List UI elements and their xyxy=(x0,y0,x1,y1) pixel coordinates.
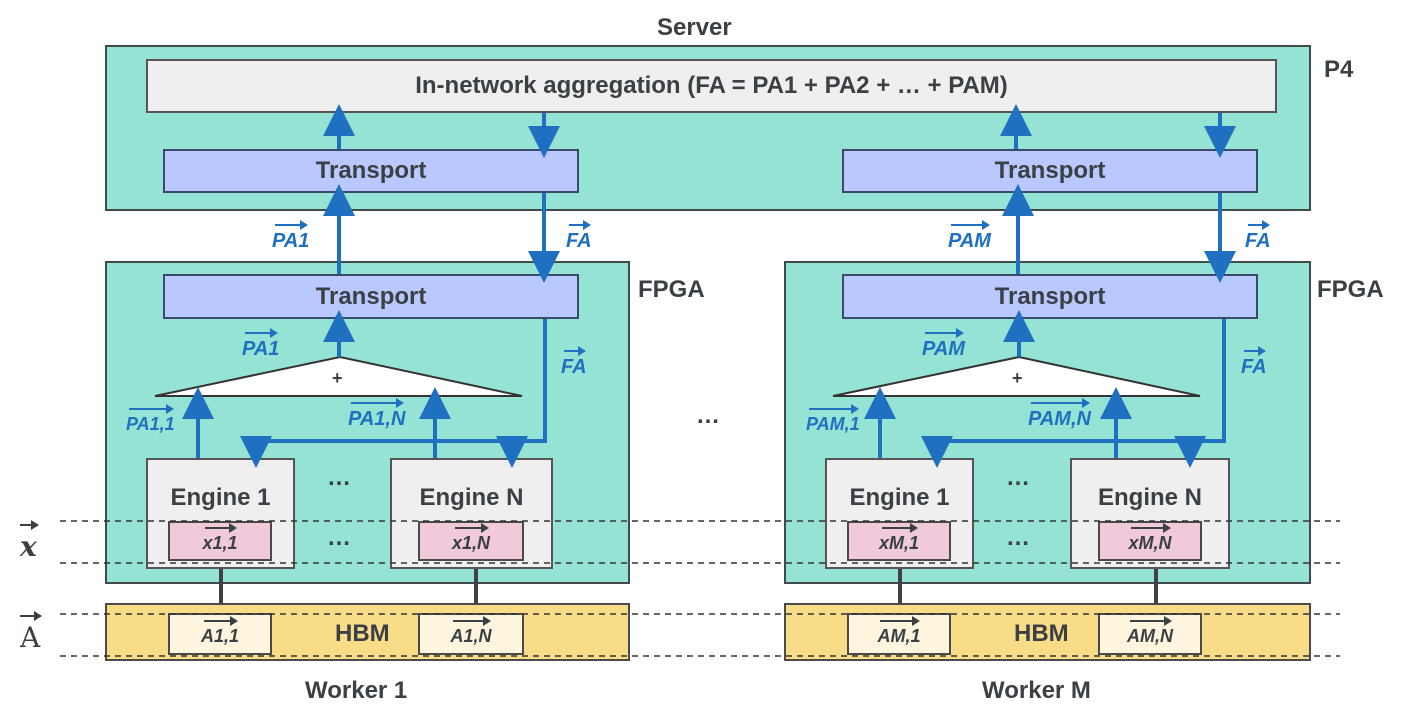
a-cell-1-1: A1,1 xyxy=(168,613,272,655)
engine-n-label-m: Engine N xyxy=(1097,484,1202,511)
x-row-label: x xyxy=(20,520,39,563)
fpga-tag-worker-1: FPGA xyxy=(638,276,705,303)
workers-ellipsis: … xyxy=(696,402,720,429)
engine-ellipsis-worker-1: … xyxy=(327,464,351,491)
p4-tag: P4 xyxy=(1324,56,1354,83)
pa-engine-n-label-worker-m: PAM,N xyxy=(1028,398,1091,431)
hbm-label-worker-1: HBM xyxy=(335,620,390,647)
fa-inner-text-m: FA xyxy=(1241,356,1267,378)
worker-m-label: Worker M xyxy=(982,677,1091,704)
engine-n-label: Engine N xyxy=(419,484,524,511)
server-transport-left-label: Transport xyxy=(315,157,427,184)
fa-inner-label-worker-m: FA xyxy=(1241,346,1267,379)
fa-inner-text-1: FA xyxy=(561,356,587,378)
a-row-label: A xyxy=(20,611,43,654)
fpga-transport-worker-1: Transport xyxy=(163,274,579,319)
engine-1-label-m: Engine 1 xyxy=(849,484,950,511)
engine-1-label: Engine 1 xyxy=(170,484,271,511)
fa-down-text-1: FA xyxy=(566,230,592,252)
pa-up-text-1: PA1 xyxy=(272,230,310,252)
x-cell-1-n-label: x1,N xyxy=(451,532,491,553)
x-cell-1-1: x1,1 xyxy=(168,521,272,561)
server-transport-left: Transport xyxy=(163,149,579,193)
x-ellipsis-worker-m: … xyxy=(1006,524,1030,551)
a-cell-m-1-label: AM,1 xyxy=(877,625,921,646)
a-cell-m-n: AM,N xyxy=(1098,613,1202,655)
pa-engine-1-text-1: PA1,1 xyxy=(126,414,175,434)
a-cell-m-n-label: AM,N xyxy=(1127,625,1173,646)
pa-engine-n-text-m: PAM,N xyxy=(1028,408,1091,430)
pa-sum-label-worker-m: PAM xyxy=(922,328,965,361)
fpga-transport-label-worker-1: Transport xyxy=(315,282,427,310)
x-cell-m-n: xM,N xyxy=(1098,521,1202,561)
pa-engine-1-label-worker-m: PAM,1 xyxy=(806,404,860,435)
server-transport-right: Transport xyxy=(842,149,1258,193)
engine-ellipsis-worker-m: … xyxy=(1006,464,1030,491)
pa-sum-text-1: PA1 xyxy=(242,338,280,360)
hbm-label-worker-m: HBM xyxy=(1014,620,1069,647)
x-cell-m-n-label: xM,N xyxy=(1128,532,1172,553)
adder-worker-1 xyxy=(154,355,523,397)
pa-sum-text-m: PAM xyxy=(922,338,965,360)
pa-engine-1-text-m: PAM,1 xyxy=(806,414,860,434)
a-cell-1-n-label: A1,N xyxy=(450,625,492,646)
x-cell-1-n: x1,N xyxy=(418,521,524,561)
fa-inner-label-worker-1: FA xyxy=(561,346,587,379)
fpga-transport-label-worker-m: Transport xyxy=(994,282,1106,310)
fa-down-label-worker-m: FA xyxy=(1245,220,1271,253)
pa-sum-label-worker-1: PA1 xyxy=(242,328,280,361)
x-row-label-text: x xyxy=(20,530,37,563)
a-cell-1-1-label: A1,1 xyxy=(200,625,240,646)
x-cell-1-1-label: x1,1 xyxy=(202,532,238,553)
x-ellipsis-worker-1: … xyxy=(327,524,351,551)
fpga-transport-worker-m: Transport xyxy=(842,274,1258,319)
pa-engine-1-label-worker-1: PA1,1 xyxy=(126,404,175,435)
dashed-guides xyxy=(60,520,1340,657)
server-transport-right-label: Transport xyxy=(994,157,1106,184)
adder-plus-worker-m: + xyxy=(1012,368,1023,388)
pa-up-label-worker-1: PA1 xyxy=(272,220,310,253)
a-row-label-text: A xyxy=(20,621,41,654)
x-cell-m-1: xM,1 xyxy=(847,521,951,561)
fa-down-label-worker-1: FA xyxy=(566,220,592,253)
fa-down-text-m: FA xyxy=(1245,230,1271,252)
aggregation-label: In-network aggregation (FA = PA1 + PA2 +… xyxy=(415,72,1008,99)
worker-1-label: Worker 1 xyxy=(305,677,408,704)
pa-engine-n-label-worker-1: PA1,N xyxy=(348,398,406,431)
x-cell-m-1-label: xM,1 xyxy=(878,532,920,553)
adder-plus-worker-1: + xyxy=(332,368,343,388)
fpga-tag-worker-m: FPGA xyxy=(1317,276,1384,303)
pa-up-text-m: PAM xyxy=(948,230,991,252)
pa-up-label-worker-m: PAM xyxy=(948,220,991,253)
server-title: Server xyxy=(657,14,732,41)
pa-engine-n-text-1: PA1,N xyxy=(348,408,406,430)
adder-worker-m xyxy=(832,355,1201,397)
